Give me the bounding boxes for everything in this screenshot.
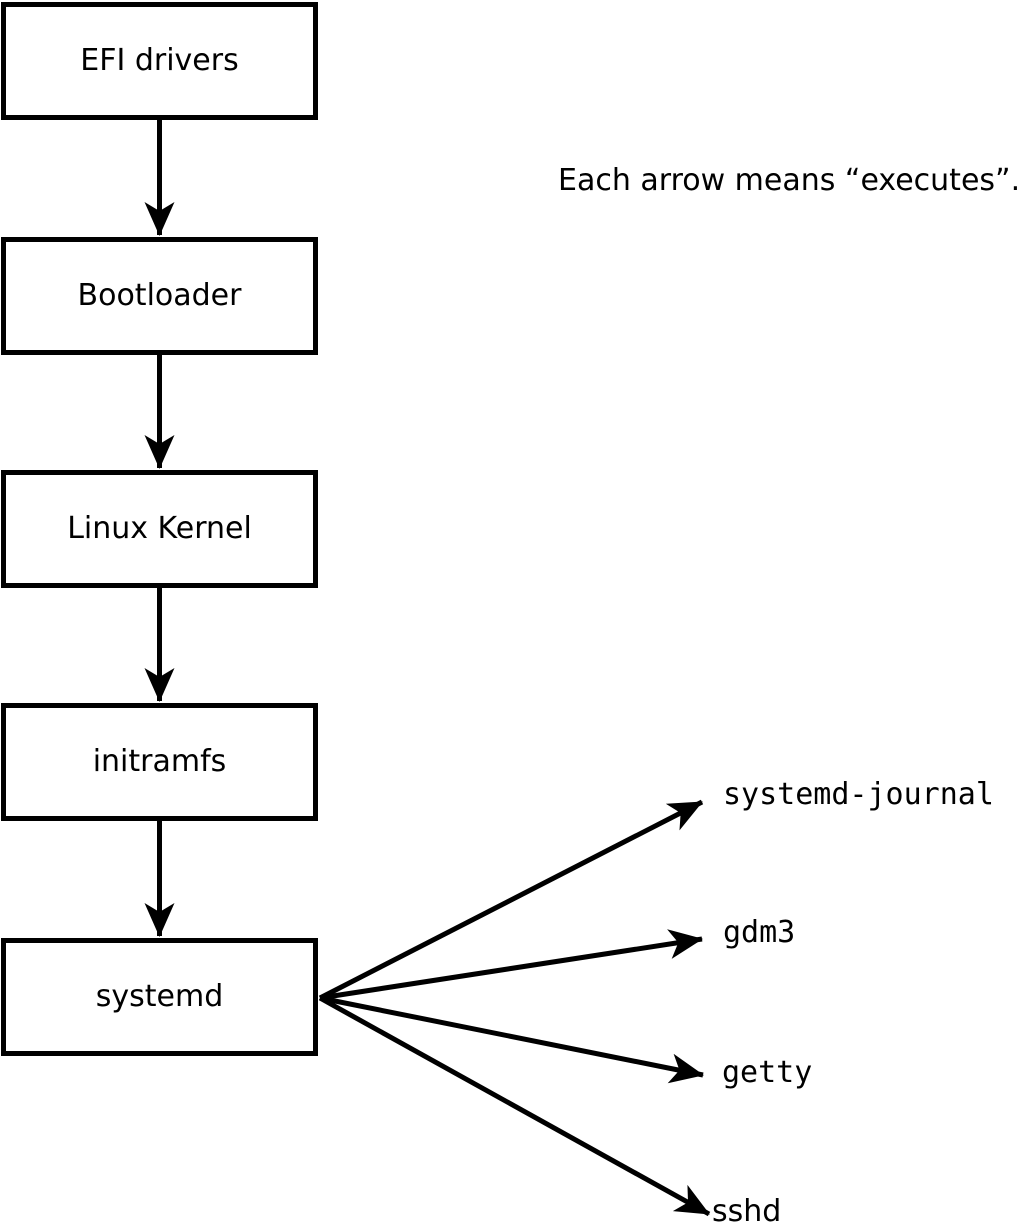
arrow-systemd-to-gdm3 — [319, 929, 703, 1001]
node-label: EFI drivers — [80, 43, 239, 78]
node-label: systemd — [95, 979, 224, 1014]
process-label-getty: getty — [722, 1055, 813, 1090]
node-linux-kernel: Linux Kernel — [1, 470, 318, 588]
process-label-systemd-journal: systemd-journal — [723, 777, 994, 812]
node-initramfs: initramfs — [1, 703, 318, 821]
node-label: Linux Kernel — [67, 511, 252, 546]
node-label: Bootloader — [77, 278, 242, 313]
arrow-systemd-to-getty — [319, 995, 704, 1084]
node-bootloader: Bootloader — [1, 237, 318, 355]
node-label: initramfs — [92, 744, 227, 779]
arrow-systemd-to-sshd — [318, 995, 711, 1217]
process-label-gdm3: gdm3 — [723, 915, 796, 950]
node-efi-drivers: EFI drivers — [1, 2, 318, 120]
process-label-sshd: sshd — [712, 1194, 782, 1229]
node-systemd: systemd — [1, 938, 318, 1056]
arrow-legend-note: Each arrow means “executes”. — [558, 163, 1021, 198]
arrow-systemd-to-journal — [318, 799, 704, 1001]
